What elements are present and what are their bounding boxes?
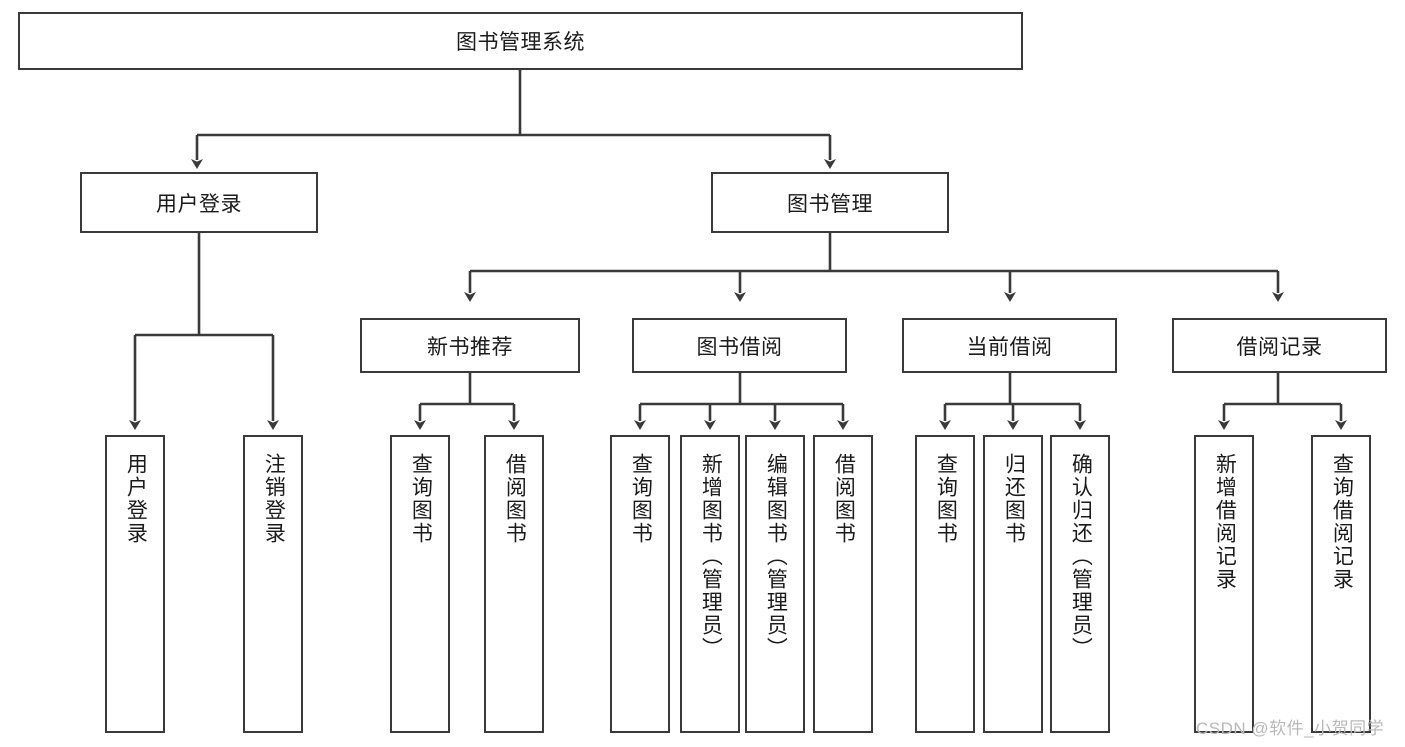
- node-label: 编辑图书（管理员）: [764, 453, 788, 660]
- node-label: 查询图书: [409, 453, 433, 545]
- leaf-borrow-record-query-record[interactable]: 查询借阅记录: [1311, 435, 1371, 733]
- node-label: 借阅图书: [503, 453, 527, 545]
- node-label: 新书推荐: [427, 335, 513, 359]
- node-book-management[interactable]: 图书管理: [711, 172, 949, 233]
- node-label: 图书管理: [787, 192, 873, 216]
- node-user-login[interactable]: 用户登录: [80, 172, 318, 233]
- leaf-current-borrow-query-book[interactable]: 查询图书: [915, 435, 975, 733]
- node-borrow-record[interactable]: 借阅记录: [1172, 318, 1387, 373]
- node-label: 注销登录: [262, 453, 286, 545]
- node-root-book-management-system[interactable]: 图书管理系统: [18, 12, 1023, 70]
- node-label: 借阅记录: [1236, 335, 1323, 359]
- leaf-borrow-record-add-record[interactable]: 新增借阅记录: [1194, 435, 1254, 733]
- node-label: 归还图书: [1002, 453, 1026, 545]
- leaf-book-borrow-query-book[interactable]: 查询图书: [610, 435, 670, 733]
- leaf-book-borrow-borrow-book[interactable]: 借阅图书: [813, 435, 873, 733]
- leaf-new-book-borrow-book[interactable]: 借阅图书: [484, 435, 544, 733]
- node-label: 新增图书（管理员）: [699, 453, 723, 660]
- leaf-book-borrow-add-book-admin[interactable]: 新增图书（管理员）: [680, 435, 740, 733]
- node-new-book-recommend[interactable]: 新书推荐: [360, 318, 580, 373]
- node-label: 用户登录: [124, 453, 148, 545]
- leaf-new-book-query-book[interactable]: 查询图书: [390, 435, 450, 733]
- leaf-current-borrow-return-book[interactable]: 归还图书: [983, 435, 1043, 733]
- node-book-borrow[interactable]: 图书借阅: [632, 318, 847, 373]
- node-label: 当前借阅: [966, 335, 1053, 359]
- node-label: 确认归还（管理员）: [1069, 453, 1093, 660]
- leaf-user-login-login[interactable]: 用户登录: [105, 435, 165, 733]
- leaf-book-borrow-edit-book-admin[interactable]: 编辑图书（管理员）: [745, 435, 805, 733]
- leaf-user-login-logout[interactable]: 注销登录: [243, 435, 303, 733]
- node-label: 借阅图书: [832, 453, 856, 545]
- node-label: 查询图书: [934, 453, 958, 545]
- csdn-watermark: CSDN @软件_小贺同学: [1196, 719, 1385, 738]
- node-current-borrow[interactable]: 当前借阅: [902, 318, 1117, 373]
- node-label: 用户登录: [156, 192, 242, 216]
- node-label: 新增借阅记录: [1213, 453, 1237, 591]
- node-label: 查询借阅记录: [1330, 453, 1354, 591]
- node-label: 图书管理系统: [456, 31, 585, 54]
- leaf-current-borrow-confirm-return-admin[interactable]: 确认归还（管理员）: [1050, 435, 1110, 733]
- node-label: 图书借阅: [696, 335, 783, 359]
- node-label: 查询图书: [629, 453, 653, 545]
